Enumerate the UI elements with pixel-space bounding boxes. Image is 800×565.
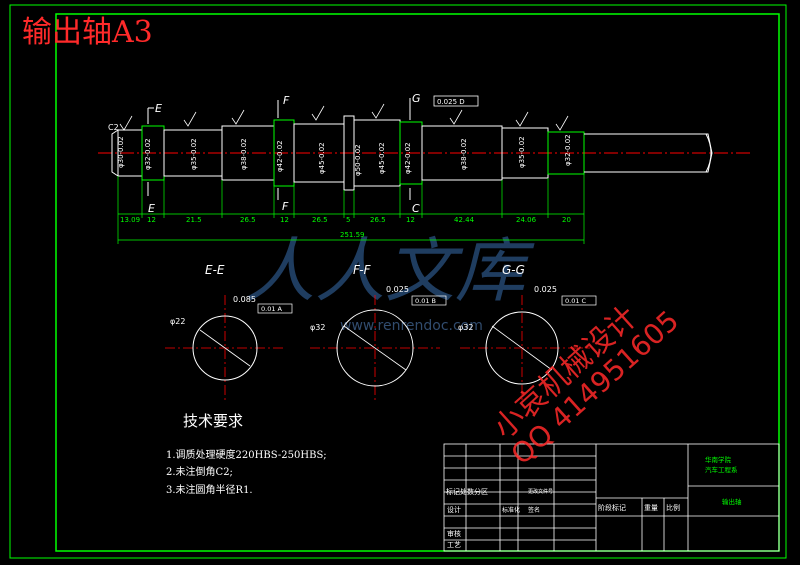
svg-text:12: 12 <box>147 216 156 224</box>
svg-text:φ42-0.02: φ42-0.02 <box>276 140 284 172</box>
svg-text:φ35-0.02: φ35-0.02 <box>518 136 526 168</box>
svg-text:φ30-0.02: φ30-0.02 <box>117 136 125 168</box>
svg-text:φ32: φ32 <box>310 323 325 332</box>
tb-part: 输出轴 <box>722 497 742 506</box>
outer-frame <box>9 4 787 559</box>
svg-text:重量: 重量 <box>644 504 658 512</box>
roughness-marks <box>119 103 569 131</box>
watermark-center: 人人文库 <box>245 230 535 312</box>
svg-text:φ32: φ32 <box>458 323 473 332</box>
svg-text:0.025: 0.025 <box>386 285 409 294</box>
svg-text:φ32-0.02: φ32-0.02 <box>564 134 572 166</box>
inner-frame <box>55 13 780 552</box>
shaft-diameters: φ30-0.02 φ32-0.02 φ35-0.02 φ38-0.02 φ42-… <box>117 134 572 176</box>
svg-text:0.01 C: 0.01 C <box>565 297 587 305</box>
svg-text:阶段标记: 阶段标记 <box>598 503 626 512</box>
title-block-text: 华南学院 汽车工程系 输出轴 <box>705 455 742 506</box>
section-c-bottom: C <box>412 202 420 215</box>
tech-line-3: 3.未注圆角半径R1. <box>166 483 253 496</box>
watermark: 人人文库 www.renrendoc.com <box>245 230 535 334</box>
svg-text:5: 5 <box>346 216 350 224</box>
svg-text:21.5: 21.5 <box>186 216 202 224</box>
svg-text:φ35-0.02: φ35-0.02 <box>190 138 198 170</box>
svg-text:φ38-0.02: φ38-0.02 <box>460 138 468 170</box>
view-ee-label: E-E <box>205 263 225 277</box>
chamfer-label: C2 <box>108 123 119 132</box>
section-f-bottom: F <box>282 200 289 213</box>
svg-text:φ45-0.02: φ45-0.02 <box>378 142 386 174</box>
drawing-title: 输出轴A3 <box>22 15 153 50</box>
svg-text:工艺: 工艺 <box>447 541 461 549</box>
svg-text:设计: 设计 <box>447 505 461 514</box>
section-e-bottom: E <box>148 202 155 215</box>
view-gg-label: G-G <box>502 263 525 277</box>
tech-line-2: 2.未注倒角C2; <box>166 465 233 478</box>
svg-text:0.025: 0.025 <box>534 285 557 294</box>
svg-text:26.5: 26.5 <box>240 216 256 224</box>
tech-line-1: 1.调质处理硬度220HBS-250HBS; <box>166 448 327 461</box>
svg-text:42.44: 42.44 <box>454 216 475 224</box>
svg-text:12: 12 <box>406 216 415 224</box>
dimension-values: 13.09 12 21.5 26.5 12 26.5 5 26.5 12 42.… <box>120 216 571 239</box>
svg-text:φ42-0.02: φ42-0.02 <box>404 142 412 174</box>
dimension-lines <box>117 174 585 244</box>
section-views: E-E φ22 0.085 0.01 A F-F φ32 0.025 0.01 … <box>165 263 597 402</box>
svg-text:签名: 签名 <box>528 506 540 514</box>
svg-text:标记处数分区: 标记处数分区 <box>446 487 488 496</box>
section-markers: E E F F G C <box>147 92 421 215</box>
total-length: 251.59 <box>340 231 365 239</box>
svg-text:24.06: 24.06 <box>516 216 537 224</box>
tolerance-frame-top: 0.025 D <box>433 95 479 107</box>
svg-text:13.09: 13.09 <box>120 216 140 224</box>
svg-text:26.5: 26.5 <box>312 216 328 224</box>
section-g-top: G <box>412 92 421 105</box>
svg-text:0.085: 0.085 <box>233 295 256 304</box>
svg-text:12: 12 <box>280 216 289 224</box>
shop-watermark: 小哀机械设计 QQ 414951605 <box>487 299 685 471</box>
svg-text:φ45-0.02: φ45-0.02 <box>318 142 326 174</box>
section-e-top: E <box>155 102 162 115</box>
svg-text:26.5: 26.5 <box>370 216 386 224</box>
tb-dept: 汽车工程系 <box>705 465 738 474</box>
tech-requirements: 技术要求 1.调质处理硬度220HBS-250HBS; 2.未注倒角C2; 3.… <box>166 412 327 496</box>
title-block <box>443 443 780 552</box>
svg-text:φ22: φ22 <box>170 317 185 326</box>
watermark-url: www.renrendoc.com <box>340 318 483 334</box>
svg-text:φ50-0.02: φ50-0.02 <box>354 144 362 176</box>
svg-text:比例: 比例 <box>666 503 680 512</box>
svg-text:标准化: 标准化 <box>502 506 520 514</box>
svg-text:φ38-0.02: φ38-0.02 <box>240 138 248 170</box>
tb-school: 华南学院 <box>705 455 732 464</box>
svg-text:更改文件号: 更改文件号 <box>528 488 553 495</box>
view-ff-label: F-F <box>353 263 372 277</box>
svg-text:φ32-0.02: φ32-0.02 <box>144 138 152 170</box>
title-block-labels: 标记处数分区 更改文件号 签名 设计 标准化 审核 工艺 阶段标记 重量 比例 <box>446 487 680 549</box>
svg-text:0.01 A: 0.01 A <box>261 305 283 313</box>
svg-text:20: 20 <box>562 216 571 224</box>
svg-text:0.01 B: 0.01 B <box>415 297 436 305</box>
tech-heading: 技术要求 <box>183 412 243 430</box>
svg-text:审核: 审核 <box>447 529 461 538</box>
svg-text:0.025 D: 0.025 D <box>437 98 465 106</box>
section-f-top: F <box>283 94 290 107</box>
